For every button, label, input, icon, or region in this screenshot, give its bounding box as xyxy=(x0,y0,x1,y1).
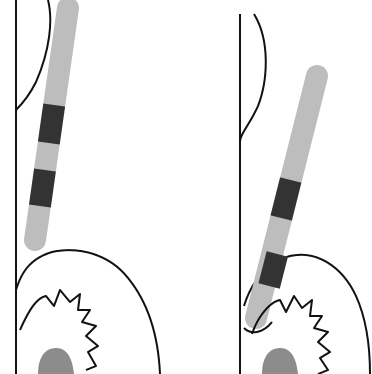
probe-band-lower-left xyxy=(40,170,45,206)
probe-band-upper-right xyxy=(281,180,291,218)
panel-left xyxy=(16,0,160,374)
root-shadow-right xyxy=(262,348,298,374)
root-shadow-left xyxy=(38,348,74,374)
crown-contour-right xyxy=(240,14,266,142)
panel-right xyxy=(240,14,370,374)
probe-band-lower-right xyxy=(269,254,277,286)
periodontal-probe-right xyxy=(256,76,317,318)
periodontal-probe-left xyxy=(35,8,68,240)
probe-band-upper-left xyxy=(49,105,54,143)
